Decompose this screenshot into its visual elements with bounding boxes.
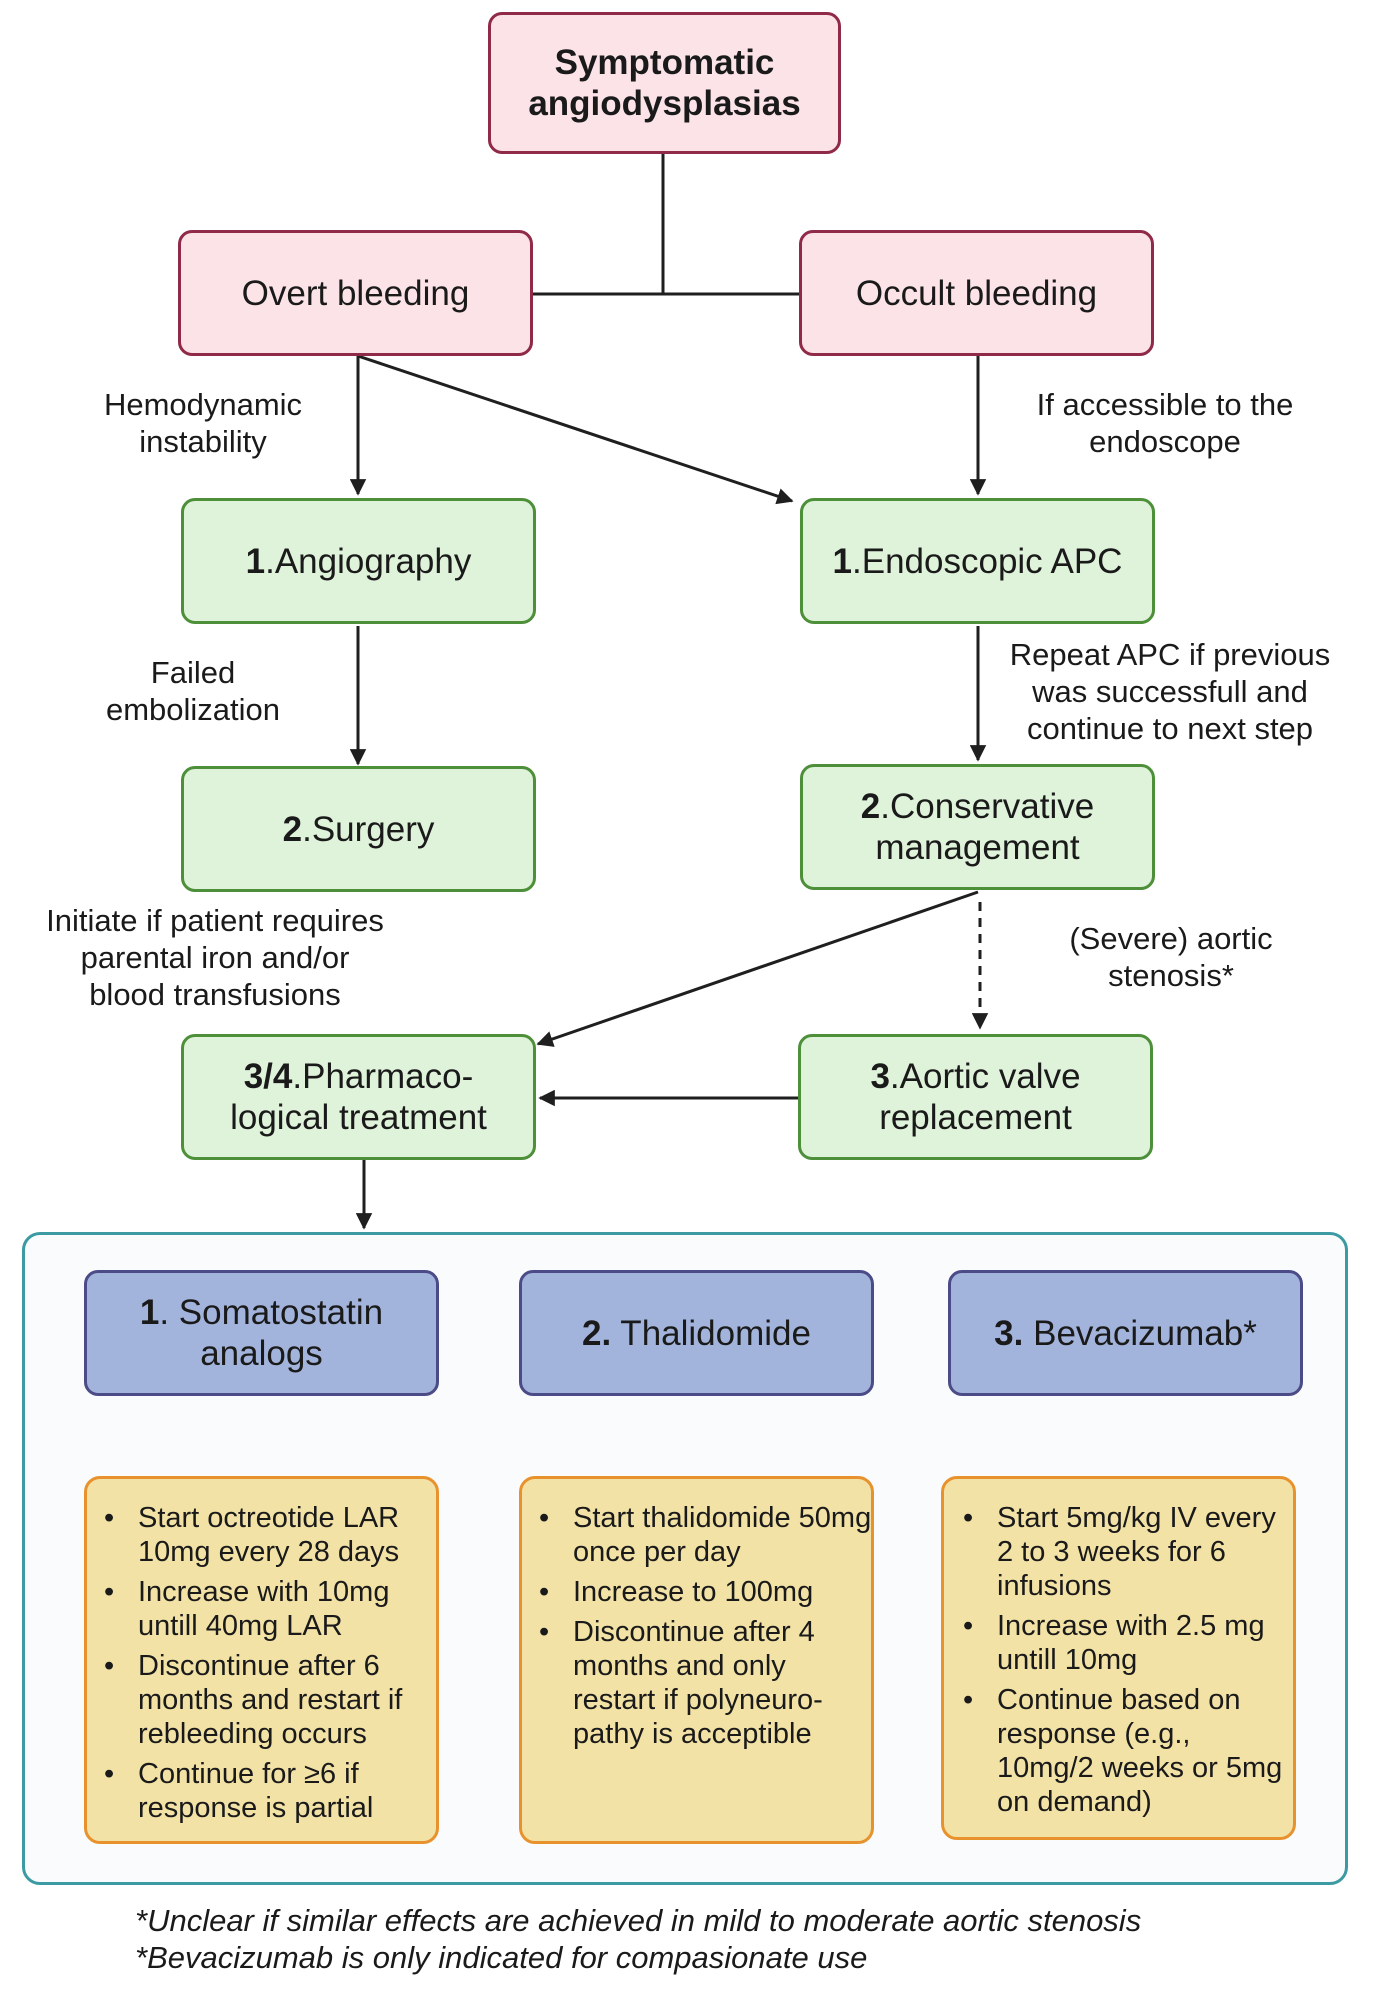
node-endoscopic-apc: 1.Endoscopic APC <box>800 498 1155 624</box>
label-line: Hemodynamic <box>103 387 303 422</box>
regimen-item: Discontinue after 6 months and restart i… <box>104 1649 437 1751</box>
step-text: Bevacizumab* <box>1023 1313 1257 1353</box>
label-line: Repeat APC if previous <box>1009 637 1331 672</box>
footnote-aortic-stenosis: *Unclear if similar effects are achieved… <box>135 1903 1142 1938</box>
label-line: instability <box>139 424 267 459</box>
label-line: endoscope <box>1089 424 1241 459</box>
node-aortic-line2: replacement <box>879 1098 1072 1137</box>
step-text: . Somatostatin <box>159 1293 384 1332</box>
node-conservative-line2: management <box>875 828 1080 867</box>
drug-bevacizumab: 3. Bevacizumab* <box>948 1270 1303 1396</box>
drug-bevacizumab-title: 3. Bevacizumab* <box>994 1313 1257 1354</box>
node-angiography: 1.Angiography <box>181 498 536 624</box>
node-surgery-text: 2.Surgery <box>283 809 435 850</box>
regimen-thalidomide-list: Start thalidomide 50mg once per day Incr… <box>521 1501 872 1757</box>
step-number: 2 <box>282 809 303 849</box>
node-occult-bleeding: Occult bleeding <box>799 230 1154 356</box>
regimen-bevacizumab-list: Start 5mg/kg IV every 2 to 3 weeks for 6… <box>945 1501 1294 1825</box>
label-accessible-endoscope: If accessible to the endoscope <box>1005 386 1325 460</box>
node-endoscopic-text: 1.Endoscopic APC <box>833 541 1123 582</box>
regimen-item: Increase with 10mg untill 40mg LAR <box>104 1575 437 1643</box>
node-conservative-management: 2.Conservative management <box>800 764 1155 890</box>
drug-somatostatin-title: 1. Somatostatin <box>140 1292 383 1333</box>
label-line: blood transfusions <box>89 977 341 1012</box>
label-line: (Severe) aortic <box>1069 921 1273 956</box>
label-line: continue to next step <box>1026 711 1314 746</box>
node-angiography-text: 1.Angiography <box>246 541 472 582</box>
step-number: 3/4 <box>243 1057 293 1096</box>
step-text: .Aortic valve <box>889 1057 1081 1096</box>
drug-thalidomide: 2. Thalidomide <box>519 1270 874 1396</box>
regimen-item: Discontinue after 4 months and only rest… <box>539 1615 872 1751</box>
label-line: embolization <box>105 692 281 727</box>
drug-somatostatin-line2: analogs <box>200 1334 323 1373</box>
node-pharmaco-text: 3/4.Pharmaco- <box>244 1056 474 1097</box>
step-number: 1 <box>832 541 853 581</box>
node-surgery: 2.Surgery <box>181 766 536 892</box>
step-text: .Angiography <box>265 541 472 581</box>
node-pharmacological-treatment: 3/4.Pharmaco- logical treatment <box>181 1034 536 1160</box>
label-line: Failed <box>150 655 236 690</box>
node-symptomatic-line1: Symptomatic <box>554 43 775 82</box>
regimen-somatostatin-list: Start octreotide LAR 10mg every 28 days … <box>86 1501 437 1831</box>
label-line: was successfull and <box>1032 674 1308 709</box>
label-failed-embolization: Failed embolization <box>78 654 308 728</box>
node-overt-bleeding: Overt bleeding <box>178 230 533 356</box>
step-text: Thalidomide <box>611 1313 811 1353</box>
step-text: .Pharmaco- <box>292 1057 474 1096</box>
node-occult-label: Occult bleeding <box>855 273 1098 313</box>
regimen-item: Continue for ≥6 if response is partial <box>104 1757 437 1825</box>
node-aortic-valve-replacement: 3.Aortic valve replacement <box>798 1034 1153 1160</box>
regimen-item: Increase with 2.5 mg untill 10mg <box>963 1609 1294 1677</box>
label-severe-aortic-stenosis: (Severe) aortic stenosis* <box>1046 920 1296 994</box>
footnote-bevacizumab: *Bevacizumab is only indicated for compa… <box>135 1940 868 1975</box>
drug-somatostatin-analogs: 1. Somatostatin analogs <box>84 1270 439 1396</box>
node-symptomatic-angiodysplasias: Symptomatic angiodysplasias <box>488 12 841 154</box>
step-text: .Surgery <box>302 809 435 849</box>
node-pharmaco-line2: logical treatment <box>230 1098 487 1137</box>
regimen-item: Start thalidomide 50mg once per day <box>539 1501 872 1569</box>
arrow-overt-endoscopic <box>357 354 794 505</box>
label-line: parental iron and/or <box>80 940 350 975</box>
label-line: If accessible to the <box>1036 387 1294 422</box>
step-number: 1 <box>245 541 266 581</box>
node-conservative-text: 2.Conservative <box>861 786 1094 827</box>
step-number: 3. <box>994 1313 1024 1353</box>
step-number: 1 <box>139 1293 160 1332</box>
regimen-item: Start octreotide LAR 10mg every 28 days <box>104 1501 437 1569</box>
label-initiate-patient: Initiate if patient requires parental ir… <box>25 902 405 1013</box>
regimen-item: Continue based on response (e.g., 10mg/2… <box>963 1683 1294 1819</box>
drug-thalidomide-title: 2. Thalidomide <box>582 1313 811 1354</box>
step-number: 2. <box>582 1313 612 1353</box>
step-text: .Endoscopic APC <box>852 541 1123 581</box>
step-number: 2 <box>860 787 881 826</box>
regimen-item: Increase to 100mg <box>539 1575 872 1609</box>
node-aortic-text: 3.Aortic valve <box>870 1056 1080 1097</box>
regimen-item: Start 5mg/kg IV every 2 to 3 weeks for 6… <box>963 1501 1294 1603</box>
step-number: 3 <box>870 1057 890 1096</box>
label-line: stenosis* <box>1108 958 1234 993</box>
step-text: .Conservative <box>880 787 1095 826</box>
label-line: Initiate if patient requires <box>46 903 384 938</box>
label-hemodynamic-instability: Hemodynamic instability <box>88 386 318 460</box>
label-repeat-apc: Repeat APC if previous was successfull a… <box>995 636 1345 747</box>
node-symptomatic-line2: angiodysplasias <box>528 84 801 123</box>
arrow-conservative-pharmaco <box>536 890 979 1047</box>
node-overt-label: Overt bleeding <box>241 273 470 313</box>
